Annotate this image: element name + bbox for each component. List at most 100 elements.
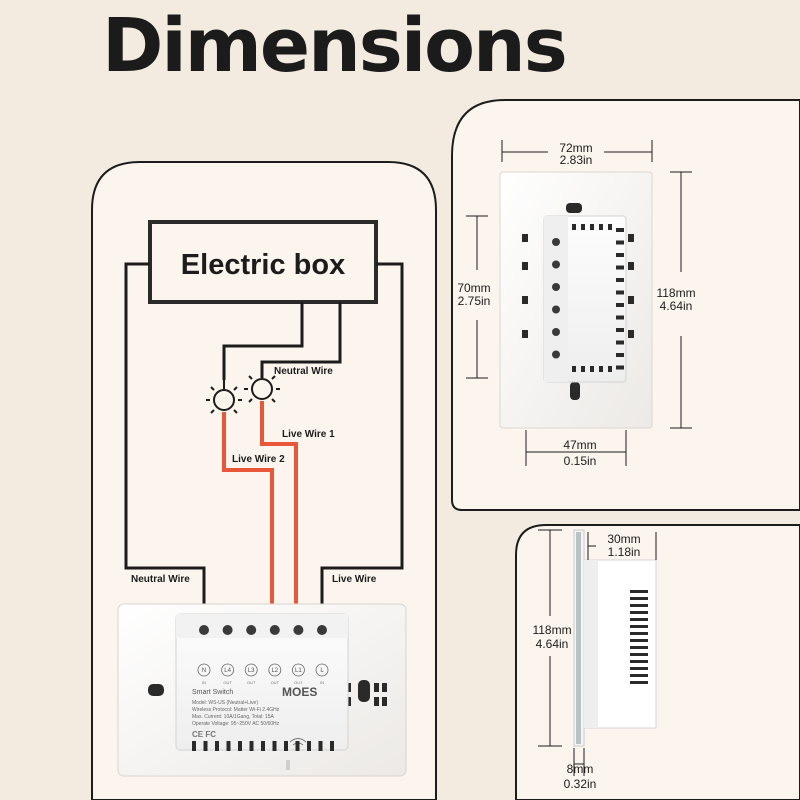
vent-slot: [192, 741, 196, 751]
depth-in-label: 1.18in: [608, 545, 641, 559]
device-cert-marks: CE FC: [192, 730, 216, 739]
side-vent-slot: [630, 604, 648, 607]
terminal-screw: [246, 625, 257, 635]
plate-thickness-dimension-line: [573, 748, 585, 776]
height-mm-label: 118mm: [656, 286, 695, 300]
module-vent-slot: [616, 240, 624, 245]
side-vent-slot: [630, 590, 648, 593]
module-screw: [552, 328, 560, 336]
module-vent-slot: [616, 315, 624, 320]
module-vent-slot: [608, 366, 612, 372]
module-vent-slot: [616, 290, 624, 295]
bulb-2-icon: [244, 375, 280, 403]
module-screw: [552, 305, 560, 314]
module-width-dimension-line: [525, 430, 627, 466]
height-dimension-line: [670, 171, 692, 429]
terminal-label: L3: [248, 668, 255, 674]
module-vent-slot: [599, 224, 603, 230]
side-vent-slot: [630, 639, 648, 642]
device-spec-line: Operate Voltage: 95~250V AC 50/60Hz: [192, 721, 280, 727]
bulb-1-icon: [206, 380, 242, 414]
side-vent-slot: [630, 667, 648, 670]
side-vent-slot: [630, 618, 648, 621]
side-height-dimension-line: [538, 529, 562, 747]
terminal-sublabel: OUT: [247, 680, 256, 685]
electric-box-label: Electric box: [181, 249, 345, 281]
terminal-badge: [244, 663, 258, 677]
module-vent-slot: [581, 224, 585, 230]
module-terminal-screws: [552, 238, 560, 359]
vent-slot: [249, 741, 254, 751]
device-product-name: Smart Switch: [192, 689, 233, 696]
terminal-label: L4: [224, 668, 231, 674]
module-height-in-label: 2.75in: [458, 294, 491, 308]
terminal-screws: [199, 625, 327, 635]
electric-box: [148, 220, 378, 304]
module-screw: [552, 283, 560, 291]
terminal-sublabel: OUT: [294, 680, 303, 685]
neutral-wires: [124, 262, 404, 632]
module-vent-slot: [590, 366, 594, 372]
side-vent-slot: [630, 681, 648, 684]
module-vent-slot: [616, 328, 624, 332]
module-vent-slot: [572, 224, 576, 230]
module-vent-slot: [572, 366, 576, 372]
live-wire-2-label: Live Wire 2: [232, 454, 285, 465]
module-vent-slot: [590, 224, 594, 230]
device-spec-line: Max. Current: 10A/1Gang, Total: 15A: [192, 714, 275, 720]
width-mm-label: 72mm: [559, 141, 592, 155]
terminal-badge: [221, 663, 235, 677]
vent-slot: [203, 741, 208, 751]
module-vent-slot: [581, 366, 585, 372]
depth-mm-label: 30mm: [607, 532, 640, 546]
vent-slot: [295, 741, 300, 751]
vent-slot: [318, 741, 323, 751]
module-vent-slot: [616, 253, 624, 257]
module-screw: [552, 350, 560, 359]
side-vent-slot: [630, 625, 648, 628]
wiring-panel: Electric box Neutral Wire: [91, 161, 437, 800]
terminal-screw: [199, 625, 209, 635]
module-vent-slot: [616, 278, 624, 282]
module-width-mm-label: 47mm: [563, 438, 596, 452]
side-vent-slot: [630, 632, 648, 635]
neutral-wire-top-label: Neutral Wire: [274, 366, 333, 377]
vent-slot: [272, 741, 277, 751]
neutral-wire-bottom-label: Neutral Wire: [131, 574, 190, 585]
vent-slot: [238, 741, 242, 751]
terminal-sublabel: IN: [202, 680, 206, 685]
device-brand-logo: MOES: [282, 685, 317, 699]
live-wire-bottom-label: Live Wire: [332, 574, 377, 585]
side-vent-slot: [630, 646, 648, 649]
terminal-label: N: [202, 668, 206, 674]
side-vent-slot: [630, 653, 648, 656]
terminal-screw: [222, 625, 233, 635]
side-height-mm-label: 118mm: [532, 623, 571, 637]
vent-slot: [307, 741, 311, 751]
module-vent-slot: [616, 340, 624, 345]
module-screw: [552, 238, 560, 246]
live-wires: [222, 401, 298, 632]
terminal-badge: [291, 663, 305, 677]
live-wire-1-label: Live Wire 1: [282, 429, 335, 440]
terminal-badge: [197, 663, 211, 677]
plate-thickness-mm-label: 8mm: [567, 762, 594, 776]
side-vents: [630, 590, 648, 684]
bottom-vents: [192, 741, 334, 751]
front-dimensions-panel: 72mm 2.83in 70mm 2.75in 118mm 4.64in 47m…: [451, 99, 800, 511]
terminal-screw: [317, 625, 327, 635]
height-in-label: 4.64in: [660, 299, 693, 313]
module-vent-slot: [616, 353, 624, 357]
vent-slot: [261, 741, 265, 751]
module-vent-slot: [616, 228, 624, 232]
module-vent-slot: [616, 303, 624, 307]
module-width-in-label: 0.15in: [564, 454, 597, 468]
terminal-screw: [293, 625, 304, 635]
module-side-vents: [572, 224, 624, 372]
vent-slot: [330, 741, 334, 751]
side-height-in-label: 4.64in: [536, 637, 569, 651]
module-height-mm-label: 70mm: [457, 281, 490, 295]
module-vent-slot: [616, 365, 624, 370]
